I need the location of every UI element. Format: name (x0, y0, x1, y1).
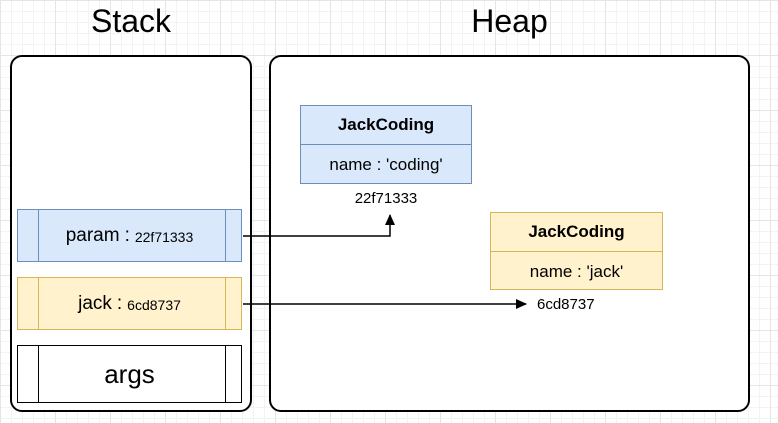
slot-divider-right (225, 278, 226, 329)
stack-slot-param: param : 22f71333 (17, 209, 242, 262)
slot-name: args (104, 358, 155, 389)
object-class-name: JackCoding (491, 213, 662, 252)
slot-name: param (65, 224, 120, 246)
object-class-name: JackCoding (301, 106, 471, 145)
slot-divider-right (225, 210, 226, 261)
stack-slot-args: args (17, 345, 242, 403)
slot-separator: : (116, 292, 123, 314)
stack-slot-jack: jack : 6cd8737 (17, 277, 242, 330)
slot-divider-right (225, 346, 226, 402)
object-field: name : 'coding' (329, 155, 443, 174)
stack-title: Stack (90, 3, 172, 39)
slot-address: 22f71333 (134, 228, 194, 245)
object-field: name : 'jack' (529, 261, 624, 281)
heap-address-label-coding: 22f71333 (352, 190, 420, 207)
slot-divider-left (38, 210, 39, 261)
heap-address-label-jack: 6cd8737 (537, 296, 595, 313)
slot-address: 6cd8737 (127, 296, 181, 313)
heap-title: Heap (471, 3, 548, 39)
slot-divider-left (38, 346, 39, 402)
heap-object-jack: JackCoding name : 'jack' (490, 212, 663, 290)
slot-separator: : (124, 224, 130, 246)
slot-name: jack (78, 292, 112, 314)
heap-object-coding: JackCoding name : 'coding' (300, 105, 472, 184)
slot-divider-left (38, 278, 39, 329)
